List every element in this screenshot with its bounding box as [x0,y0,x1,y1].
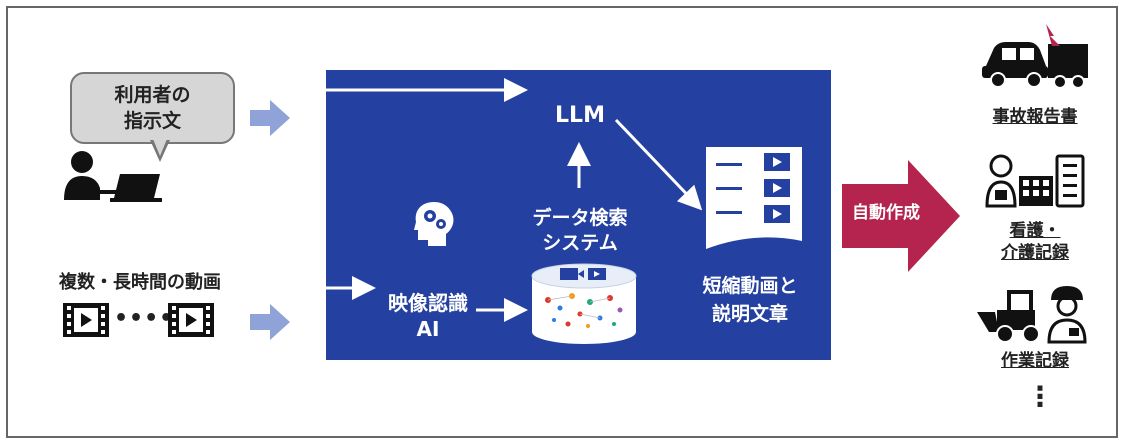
auto-create-label: 自動作成 [852,203,920,223]
output-accident-report[interactable]: 事故報告書 [960,106,1110,128]
video-input-label: 複数・長時間の動画 [59,272,221,293]
output-accident-line1: 事故報告書 [992,107,1078,127]
instruction-bubble: 利用者の 指示文 [70,72,235,144]
video-film-icon-1 [63,303,109,337]
more-outputs-indicator: ⋮ [1026,380,1054,413]
brain-gear-icon [414,202,454,246]
nurse-hospital-icon [985,154,1085,208]
output-nursing-line2: 介護記録 [1001,243,1069,263]
output-work-line1: 作業記録 [1001,351,1069,371]
input-arrow-bottom [250,304,290,340]
input-arrow-top [250,100,290,136]
database-icon [531,263,637,344]
output-work-record[interactable]: 作業記録 [960,350,1110,372]
video-film-icon-2 [168,303,214,337]
diagram-frame [6,6,1118,438]
output-line1: 短縮動画と [702,275,798,297]
output-nursing-record[interactable]: 看護・ 介護記録 [960,220,1110,264]
video-ai-label: 映像認識 AI [372,290,484,342]
search-system-label: データ検索 システム [520,206,640,256]
video-ai-line2: AI [416,317,440,341]
person-laptop-icon [64,151,162,202]
excavator-worker-icon [977,286,1087,344]
car-truck-crash-icon [982,24,1088,89]
search-line1: データ検索 [532,207,628,229]
output-nursing-line1: 看護・ [1009,221,1061,241]
output-line2: 説明文章 [711,303,788,325]
video-ai-line1: 映像認識 [388,291,468,315]
search-line2: システム [542,232,618,254]
output-label: 短縮動画と 説明文章 [680,272,820,328]
llm-label: LLM [555,103,605,128]
document-video-icon [706,147,802,249]
system-flow-arrows [326,78,703,322]
instruction-line2: 指示文 [123,110,181,132]
instruction-line1: 利用者の [114,84,191,106]
auto-create-arrow [842,160,960,272]
video-ellipsis: •••• [114,306,175,331]
bubble-tail-inner [153,139,167,156]
